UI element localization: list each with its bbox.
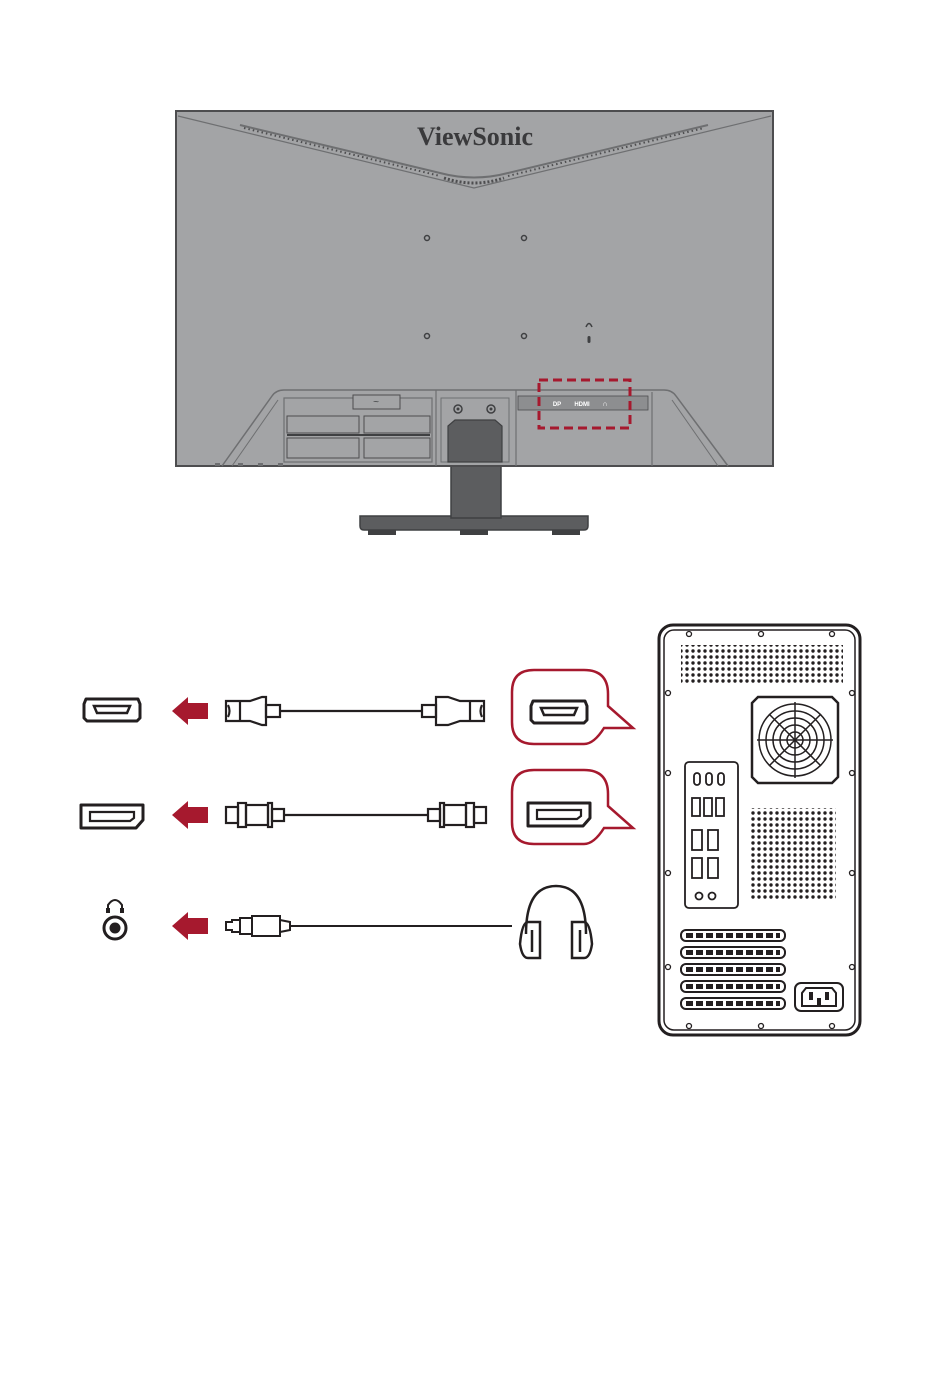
- expansion-slots: [681, 930, 785, 1009]
- headphone-out-port-icon: [104, 900, 126, 939]
- audio-connection-row: [104, 886, 592, 958]
- arrow-left-icon: [172, 912, 208, 940]
- 3.5mm-audio-cable: [226, 916, 512, 936]
- displayport-connection-row: [81, 770, 633, 844]
- hdmi-connection-row: [84, 670, 633, 744]
- hdmi-cable: [226, 697, 484, 725]
- pc-hdmi-port-callout: [512, 670, 633, 744]
- power-symbol: ~: [373, 397, 379, 408]
- hdmi-port-label: HDMI: [574, 402, 590, 408]
- audio-port-label: ∩: [602, 401, 607, 408]
- arrow-left-icon: [172, 801, 208, 829]
- brand-logo: ViewSonic: [417, 122, 533, 151]
- hdmi-port-icon: [84, 699, 140, 721]
- headphones-icon: [520, 886, 592, 958]
- pc-displayport-port-callout: [512, 770, 633, 844]
- side-vent-grille: [751, 808, 836, 900]
- pc-tower-rear: [659, 625, 860, 1035]
- monitor-stand: [360, 460, 588, 535]
- displayport-cable: [226, 803, 486, 827]
- monitor-back-view: ViewSonic ~: [176, 111, 773, 535]
- displayport-port-icon: [81, 805, 143, 828]
- dp-port-label: DP: [553, 402, 561, 408]
- arrow-left-icon: [172, 697, 208, 725]
- top-vent-grille: [681, 645, 843, 685]
- monitor-body: [176, 111, 773, 466]
